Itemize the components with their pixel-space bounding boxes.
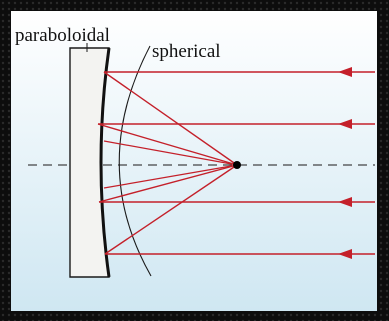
ray-arrowheads bbox=[338, 67, 352, 259]
arrowhead-left-icon bbox=[338, 249, 352, 259]
reflected-ray-3 bbox=[98, 164, 238, 203]
paraboloidal-surface bbox=[99, 47, 111, 278]
reflected-ray-4 bbox=[104, 164, 238, 255]
diverging-ray-2 bbox=[103, 164, 238, 189]
arrowhead-left-icon bbox=[338, 197, 352, 207]
arrowhead-left-icon bbox=[338, 67, 352, 77]
focal-point-dot-icon bbox=[233, 161, 241, 169]
reflected-rays bbox=[97, 71, 238, 255]
diverging-ray-1 bbox=[103, 140, 238, 166]
spherical-surface bbox=[118, 45, 152, 277]
paraboloidal-label: paraboloidal bbox=[15, 25, 110, 46]
arrowhead-left-icon bbox=[338, 119, 352, 129]
spherical-label: spherical bbox=[152, 41, 221, 62]
reflected-ray-2 bbox=[97, 123, 238, 166]
reflected-ray-1 bbox=[103, 71, 238, 166]
incoming-rays bbox=[98, 71, 375, 255]
